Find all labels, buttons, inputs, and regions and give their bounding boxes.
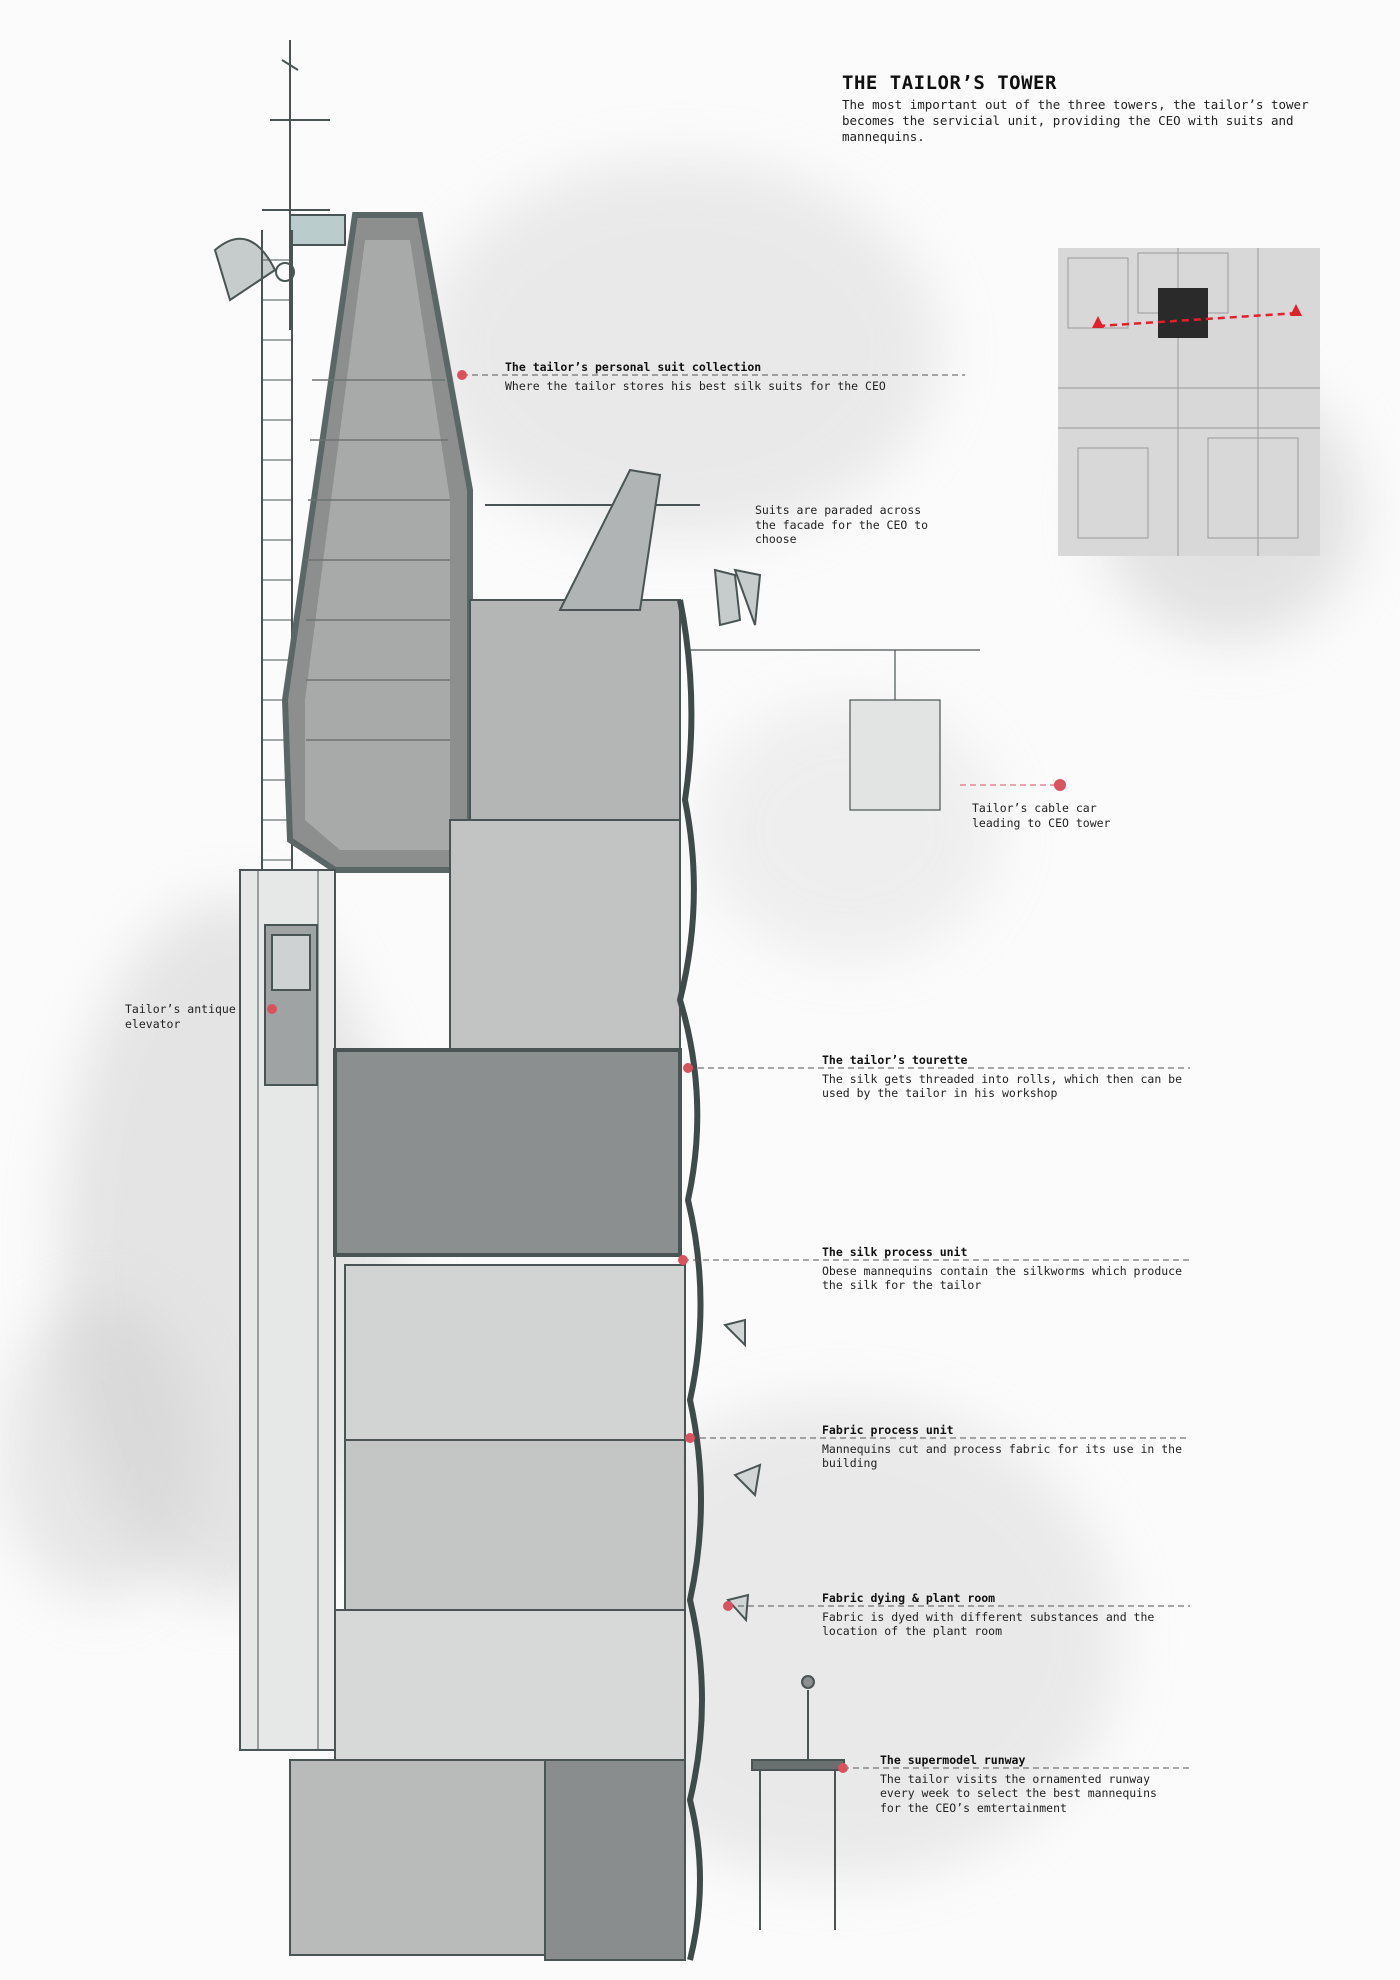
tower-footprint bbox=[1158, 288, 1208, 338]
facade-horns bbox=[713, 568, 762, 1623]
section-arrow-right bbox=[1290, 304, 1302, 316]
annotation-text: Suits are paraded across the facade for … bbox=[755, 503, 929, 546]
annotation-title: The tailor’s tourette bbox=[822, 1053, 968, 1067]
annotation-cable-car: Tailor’s cable car leading to CEO tower bbox=[972, 801, 1132, 830]
tower-floors bbox=[289, 599, 686, 1961]
marker-dot bbox=[685, 1433, 695, 1443]
annotation-tourette: The tailor’s tourette The silk gets thre… bbox=[822, 1053, 1202, 1101]
annotation-text: Tailor’s antique elevator bbox=[125, 1002, 236, 1031]
suit-parade-rack bbox=[485, 468, 700, 611]
marker-dot bbox=[267, 1004, 277, 1014]
annotation-text: Fabric is dyed with different substances… bbox=[822, 1609, 1155, 1639]
location-minimap bbox=[1058, 248, 1320, 556]
supermodel-runway bbox=[751, 1675, 845, 1930]
annotation-text: Mannequins cut and process fabric for it… bbox=[822, 1441, 1183, 1471]
annotation-elevator: Tailor’s antique elevator bbox=[125, 1002, 255, 1031]
annotation-text: Obese mannequins contain the silkworms w… bbox=[822, 1263, 1183, 1293]
suit-collection-spire bbox=[281, 212, 473, 873]
antenna-mast bbox=[213, 40, 346, 330]
marker-dot bbox=[838, 1763, 848, 1773]
annotation-markers bbox=[267, 370, 1066, 1773]
section-arrow-left bbox=[1092, 316, 1104, 328]
annotation-title: Fabric process unit bbox=[822, 1423, 954, 1437]
marker-dot bbox=[678, 1255, 688, 1265]
page-title: THE TAILOR’S TOWER bbox=[842, 72, 1057, 94]
facade-vegetation bbox=[676, 599, 705, 1961]
annotation-text: The silk gets threaded into rolls, which… bbox=[822, 1071, 1183, 1101]
annotation-title: The supermodel runway bbox=[880, 1753, 1026, 1767]
annotation-title: Fabric dying & plant room bbox=[822, 1591, 996, 1605]
cable-car bbox=[690, 649, 980, 811]
annotation-text: Where the tailor stores his best silk su… bbox=[505, 378, 886, 393]
annotation-dying-plant-room: Fabric dying & plant room Fabric is dyed… bbox=[822, 1591, 1202, 1639]
annotation-fabric-process: Fabric process unit Mannequins cut and p… bbox=[822, 1423, 1202, 1471]
annotation-suit-parade: Suits are paraded across the facade for … bbox=[755, 503, 940, 547]
elevator-shaft bbox=[239, 869, 336, 1751]
annotation-text: The tailor visits the ornamented runway … bbox=[880, 1771, 1157, 1815]
annotation-leaders bbox=[462, 374, 1190, 1769]
marker-dot bbox=[1054, 779, 1066, 791]
marker-dot bbox=[683, 1063, 693, 1073]
intro-text: The most important out of the three towe… bbox=[842, 97, 1309, 144]
minimap-plan bbox=[1058, 248, 1320, 556]
annotation-runway: The supermodel runway The tailor visits … bbox=[880, 1753, 1180, 1815]
annotation-silk-process: The silk process unit Obese mannequins c… bbox=[822, 1245, 1202, 1293]
annotation-title: The silk process unit bbox=[822, 1245, 968, 1259]
section-line bbox=[1097, 311, 1299, 328]
annotation-suit-collection: The tailor’s personal suit collection Wh… bbox=[505, 360, 965, 393]
annotation-text: Tailor’s cable car leading to CEO tower bbox=[972, 801, 1111, 830]
marker-dot bbox=[723, 1601, 733, 1611]
annotation-title: The tailor’s personal suit collection bbox=[505, 360, 762, 374]
marker-dot bbox=[457, 370, 467, 380]
